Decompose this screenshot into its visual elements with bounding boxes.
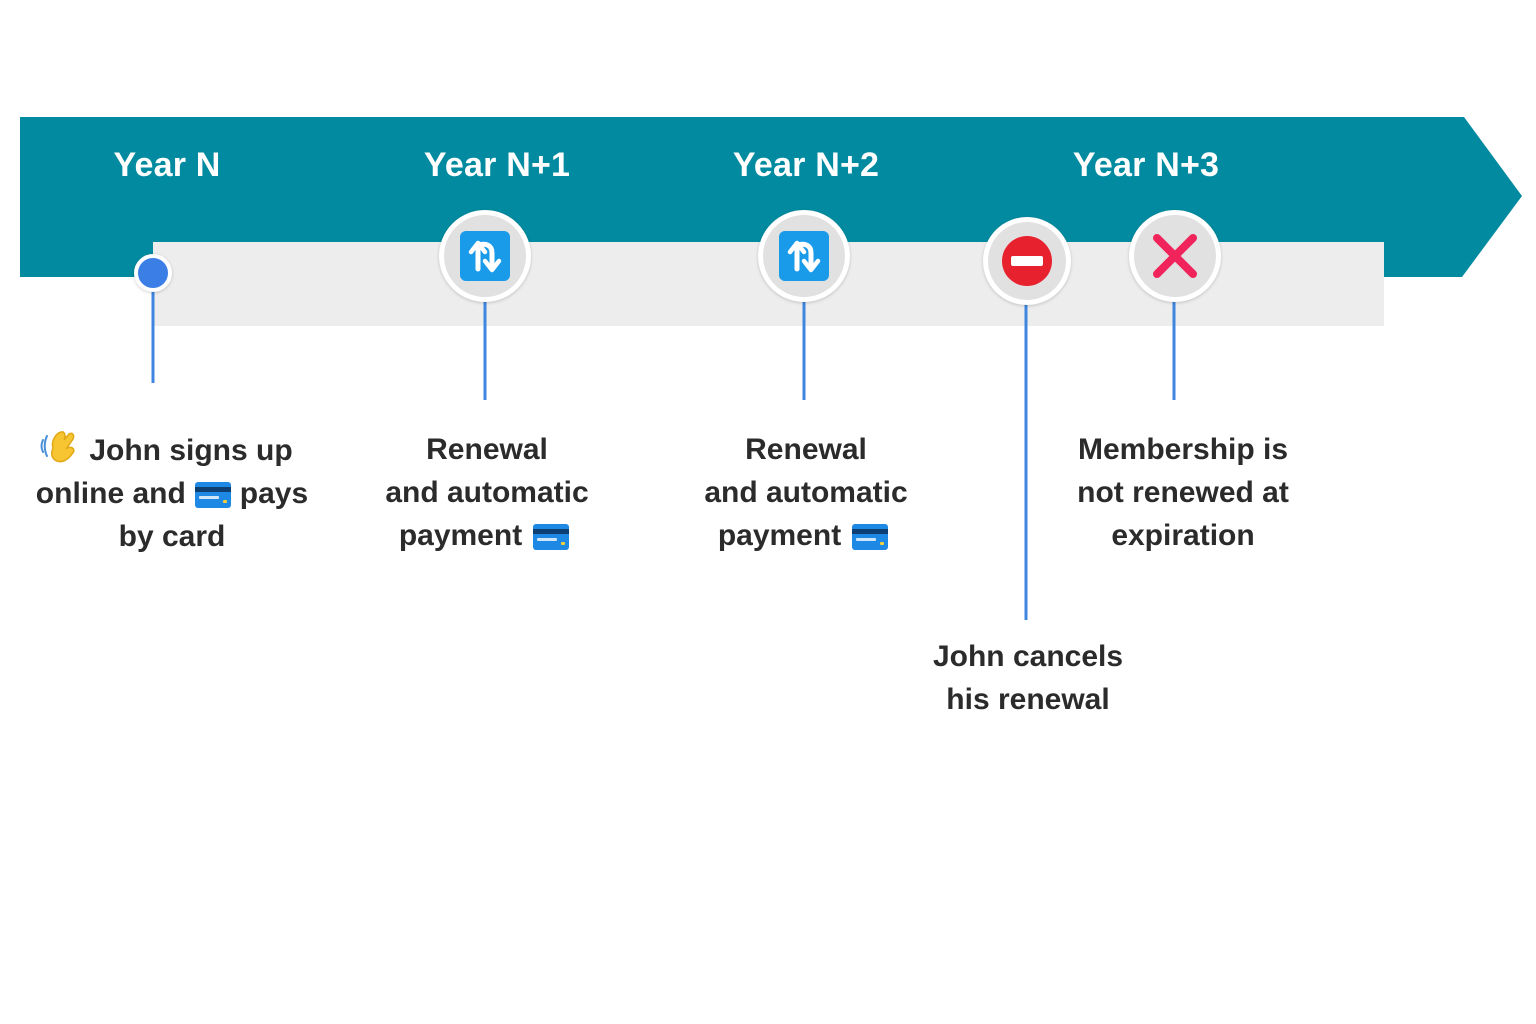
caption-text: pays bbox=[239, 477, 309, 510]
caption-text: payment bbox=[717, 519, 842, 552]
caption-line: Renewal bbox=[426, 433, 548, 466]
caption-signup: John signs up online and pays by card bbox=[2, 428, 342, 558]
caption-renewal-1: Renewal and automatic payment bbox=[327, 428, 647, 557]
waving-hand-icon bbox=[40, 431, 75, 463]
node-cancel bbox=[983, 217, 1071, 305]
caption-renewal-2: Renewal and automatic payment bbox=[646, 428, 966, 557]
cross-mark-icon bbox=[1153, 234, 1197, 278]
start-dot-icon bbox=[134, 254, 172, 292]
year-label-n: Year N bbox=[113, 146, 221, 184]
no-entry-icon bbox=[1002, 236, 1052, 286]
caption-line: and automatic bbox=[385, 476, 589, 509]
caption-line: payment bbox=[646, 514, 966, 557]
caption-line: his renewal bbox=[946, 683, 1110, 716]
caption-line: John cancels bbox=[932, 640, 1124, 673]
node-renewal-1 bbox=[439, 210, 531, 302]
credit-card-icon bbox=[852, 524, 889, 551]
renew-arrows-icon bbox=[460, 231, 510, 281]
connector-not-renewed bbox=[1172, 300, 1176, 400]
connector-signup bbox=[151, 286, 155, 383]
caption-text: John signs up bbox=[89, 434, 293, 467]
caption-line: expiration bbox=[1111, 519, 1255, 552]
caption-text: payment bbox=[398, 519, 523, 552]
year-label-n1: Year N+1 bbox=[423, 146, 571, 184]
caption-line: and automatic bbox=[704, 476, 908, 509]
caption-line: Renewal bbox=[745, 433, 867, 466]
caption-line: by card bbox=[118, 520, 226, 553]
node-renewal-2 bbox=[758, 210, 850, 302]
connector-renewal-2 bbox=[802, 300, 806, 400]
credit-card-icon bbox=[194, 482, 231, 509]
caption-line: payment bbox=[327, 514, 647, 557]
caption-line: John signs up bbox=[2, 428, 342, 472]
caption-text: online and bbox=[35, 477, 186, 510]
caption-not-renewed: Membership is not renewed at expiration bbox=[1023, 428, 1343, 557]
year-label-n3: Year N+3 bbox=[1072, 146, 1220, 184]
year-label-n2: Year N+2 bbox=[732, 146, 880, 184]
credit-card-icon bbox=[533, 524, 570, 551]
renew-arrows-icon bbox=[779, 231, 829, 281]
caption-line: not renewed at bbox=[1077, 476, 1289, 509]
caption-cancel: John cancels his renewal bbox=[868, 635, 1188, 721]
caption-line: Membership is bbox=[1077, 433, 1289, 466]
connector-renewal-1 bbox=[483, 300, 487, 400]
connector-cancel bbox=[1024, 304, 1028, 620]
caption-line: online and pays bbox=[2, 472, 342, 515]
node-not-renewed bbox=[1129, 210, 1221, 302]
